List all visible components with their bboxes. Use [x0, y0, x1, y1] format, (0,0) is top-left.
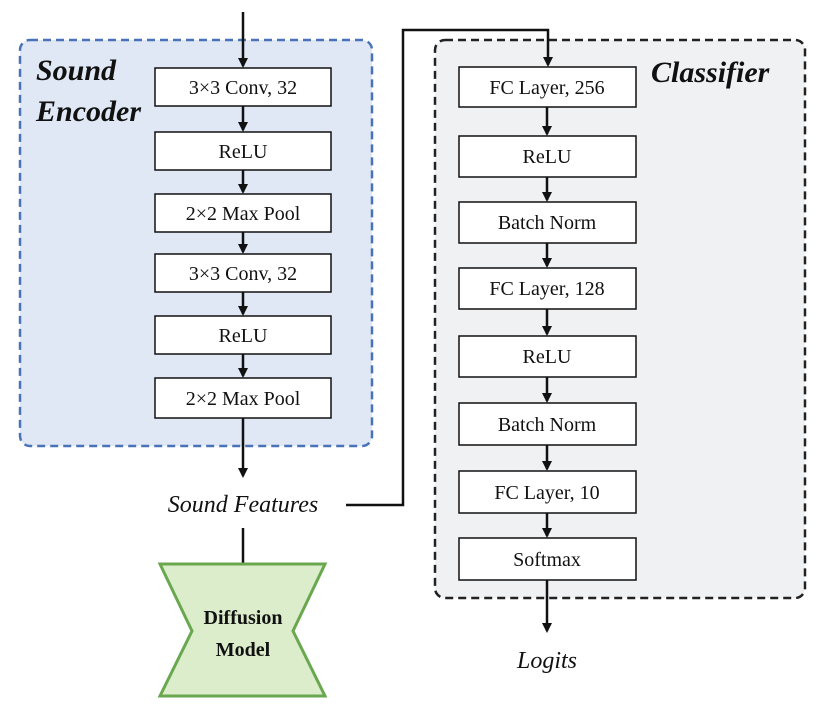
encoder-layer-2: ReLU [154, 131, 332, 171]
sound-encoder-title-line1: Sound [36, 54, 117, 87]
sound-encoder-title-line2: Encoder [35, 95, 141, 128]
sound-features-label: Sound Features [168, 492, 318, 518]
classifier-layer-6: Batch Norm [458, 402, 637, 446]
svg-text:Batch Norm: Batch Norm [498, 212, 597, 234]
svg-text:ReLU: ReLU [219, 325, 268, 347]
svg-text:FC Layer, 256: FC Layer, 256 [489, 77, 604, 99]
svg-text:ReLU: ReLU [523, 346, 572, 368]
diffusion-label-line1: Diffusion [204, 607, 283, 629]
classifier-layer-1: FC Layer, 256 [458, 66, 637, 108]
classifier-layer-8: Softmax [458, 537, 637, 581]
encoder-layer-4: 3×3 Conv, 32 [154, 253, 332, 293]
svg-text:Softmax: Softmax [513, 549, 581, 571]
svg-text:FC Layer, 10: FC Layer, 10 [494, 482, 599, 504]
classifier-layer-5: ReLU [458, 335, 637, 378]
classifier-layer-4: FC Layer, 128 [458, 267, 637, 310]
encoder-layer-6: 2×2 Max Pool [154, 377, 332, 419]
svg-text:2×2 Max Pool: 2×2 Max Pool [186, 388, 301, 410]
classifier-layer-2: ReLU [458, 135, 637, 178]
classifier-layer-7: FC Layer, 10 [458, 470, 637, 514]
diffusion-model-block: Diffusion Model [157, 562, 328, 698]
encoder-layer-1: 3×3 Conv, 32 [154, 67, 332, 107]
svg-text:FC Layer, 128: FC Layer, 128 [489, 278, 604, 300]
encoder-layer-3: 2×2 Max Pool [154, 193, 332, 233]
svg-text:ReLU: ReLU [523, 146, 572, 168]
classifier-container [433, 38, 807, 600]
svg-text:3×3 Conv, 32: 3×3 Conv, 32 [189, 263, 297, 285]
encoder-layer-5: ReLU [154, 315, 332, 355]
diffusion-label-line2: Model [216, 639, 271, 661]
svg-text:3×3 Conv, 32: 3×3 Conv, 32 [189, 77, 297, 99]
svg-text:2×2 Max Pool: 2×2 Max Pool [186, 203, 301, 225]
logits-label: Logits [516, 648, 577, 674]
features-to-classifier-connector [346, 28, 553, 507]
classifier-layer-3: Batch Norm [458, 201, 637, 244]
svg-text:ReLU: ReLU [219, 141, 268, 163]
svg-text:Batch Norm: Batch Norm [498, 414, 597, 436]
classifier-title: Classifier [651, 56, 770, 89]
